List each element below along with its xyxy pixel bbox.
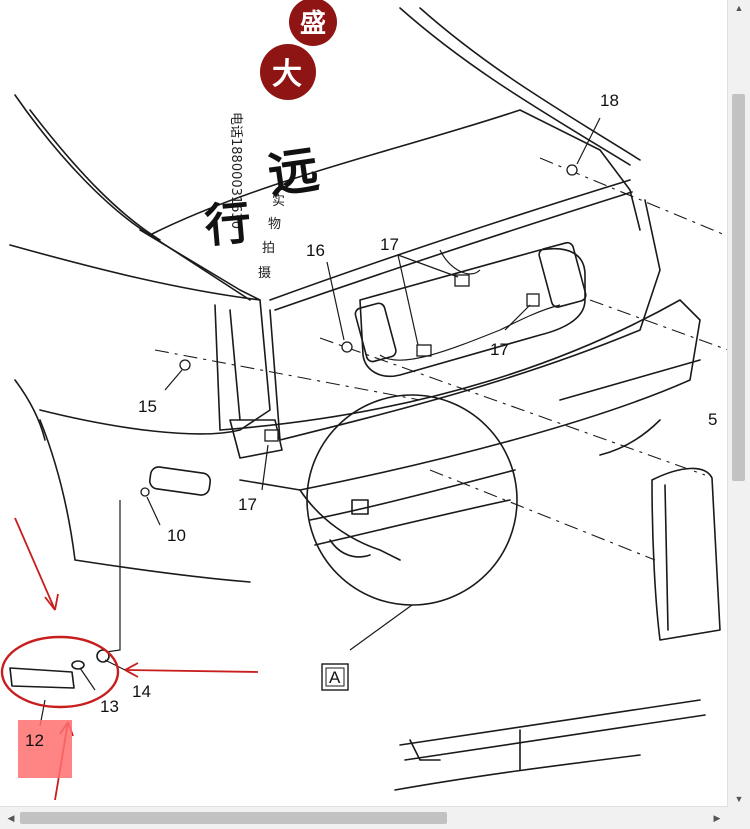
seal-circle-top	[289, 0, 337, 46]
vertical-scroll-thumb[interactable]	[732, 93, 745, 481]
seal-char-2: 大	[272, 57, 302, 92]
rear-bumper	[219, 299, 701, 491]
callout-17-left: 17	[238, 495, 257, 514]
roof-rear-edge	[399, 7, 631, 166]
watermark-phone: 电话18800031630	[228, 112, 243, 229]
scroll-down-arrow-icon[interactable]: ▼	[734, 794, 744, 804]
brush-char-2: 行	[203, 195, 254, 253]
horizontal-scrollbar[interactable]: ◀ ▶	[0, 806, 728, 829]
fastener-16	[341, 341, 353, 353]
trunk-panel	[269, 199, 661, 441]
fastener-18	[566, 164, 578, 176]
side-marker-lamp	[9, 667, 75, 689]
highlight-circle	[0, 635, 120, 709]
arrow-from-right	[124, 669, 259, 673]
detail-circle-a	[306, 394, 518, 606]
seal-char-1: 盛	[300, 8, 326, 39]
trunk-spoiler	[269, 179, 631, 301]
right-tail-lamp-assembly	[651, 467, 721, 641]
brush-char-1: 远	[264, 139, 322, 204]
scroll-right-arrow-icon[interactable]: ▶	[713, 813, 721, 823]
detail-label-a: A	[329, 668, 341, 687]
callout-16: 16	[306, 241, 325, 260]
seal-circle-bottom	[260, 44, 316, 100]
connector-17b	[416, 344, 432, 357]
left-quarter-panel	[9, 244, 271, 435]
exploded-view-diagram: 18 16 17 17 17 15 10 13 14 5 A 12 盛	[0, 0, 728, 800]
callout-17-right: 17	[490, 340, 509, 359]
callout-5: 5	[708, 410, 717, 429]
left-lamp-opening	[354, 302, 397, 363]
roof-rear-edge-inner	[419, 7, 641, 161]
lower-bumper-detail	[399, 699, 701, 746]
small-char-1: 实	[272, 194, 285, 209]
callout-17-top: 17	[380, 235, 399, 254]
right-lamp-opening	[538, 241, 587, 308]
arrow-from-top	[14, 517, 56, 611]
callout-12: 12	[25, 731, 44, 750]
wire-harness	[379, 304, 561, 361]
horizontal-scroll-thumb[interactable]	[20, 812, 447, 824]
connector-17c	[526, 293, 540, 307]
projection-line-a	[429, 469, 656, 561]
left-tail-lamp	[229, 419, 283, 459]
fastener-10	[140, 487, 150, 497]
c-pillar	[139, 229, 261, 301]
trunk-lid-outline	[149, 109, 641, 236]
license-plate-recess	[359, 248, 586, 377]
part-12-highlight	[18, 720, 72, 778]
callout-10: 10	[167, 526, 186, 545]
callout-14: 14	[132, 682, 151, 701]
projection-line-15	[154, 349, 421, 401]
small-char-4: 摄	[258, 266, 271, 281]
callout-13: 13	[100, 697, 119, 716]
callout-18: 18	[600, 91, 619, 110]
projection-line-16	[319, 337, 706, 476]
projection-line-right	[589, 299, 728, 351]
connector-17a	[454, 274, 470, 287]
rear-window-inner	[29, 109, 161, 241]
callout-15: 15	[138, 397, 157, 416]
scroll-left-arrow-icon[interactable]: ◀	[7, 813, 15, 823]
scroll-up-arrow-icon[interactable]: ▲	[734, 3, 744, 13]
small-char-2: 物	[268, 217, 281, 232]
quarter-marker-housing	[148, 466, 212, 496]
small-char-3: 拍	[262, 241, 275, 256]
rear-window-outline	[14, 94, 251, 301]
watermark: 盛 大 电话18800031630 远 行 实 物 拍 摄	[203, 0, 337, 281]
connector-17d	[264, 429, 279, 442]
red-annotations: 12	[0, 517, 259, 800]
scrollbar-corner	[728, 807, 750, 829]
fastener-15	[179, 359, 191, 371]
vertical-scrollbar[interactable]: ▲ ▼	[727, 0, 750, 807]
